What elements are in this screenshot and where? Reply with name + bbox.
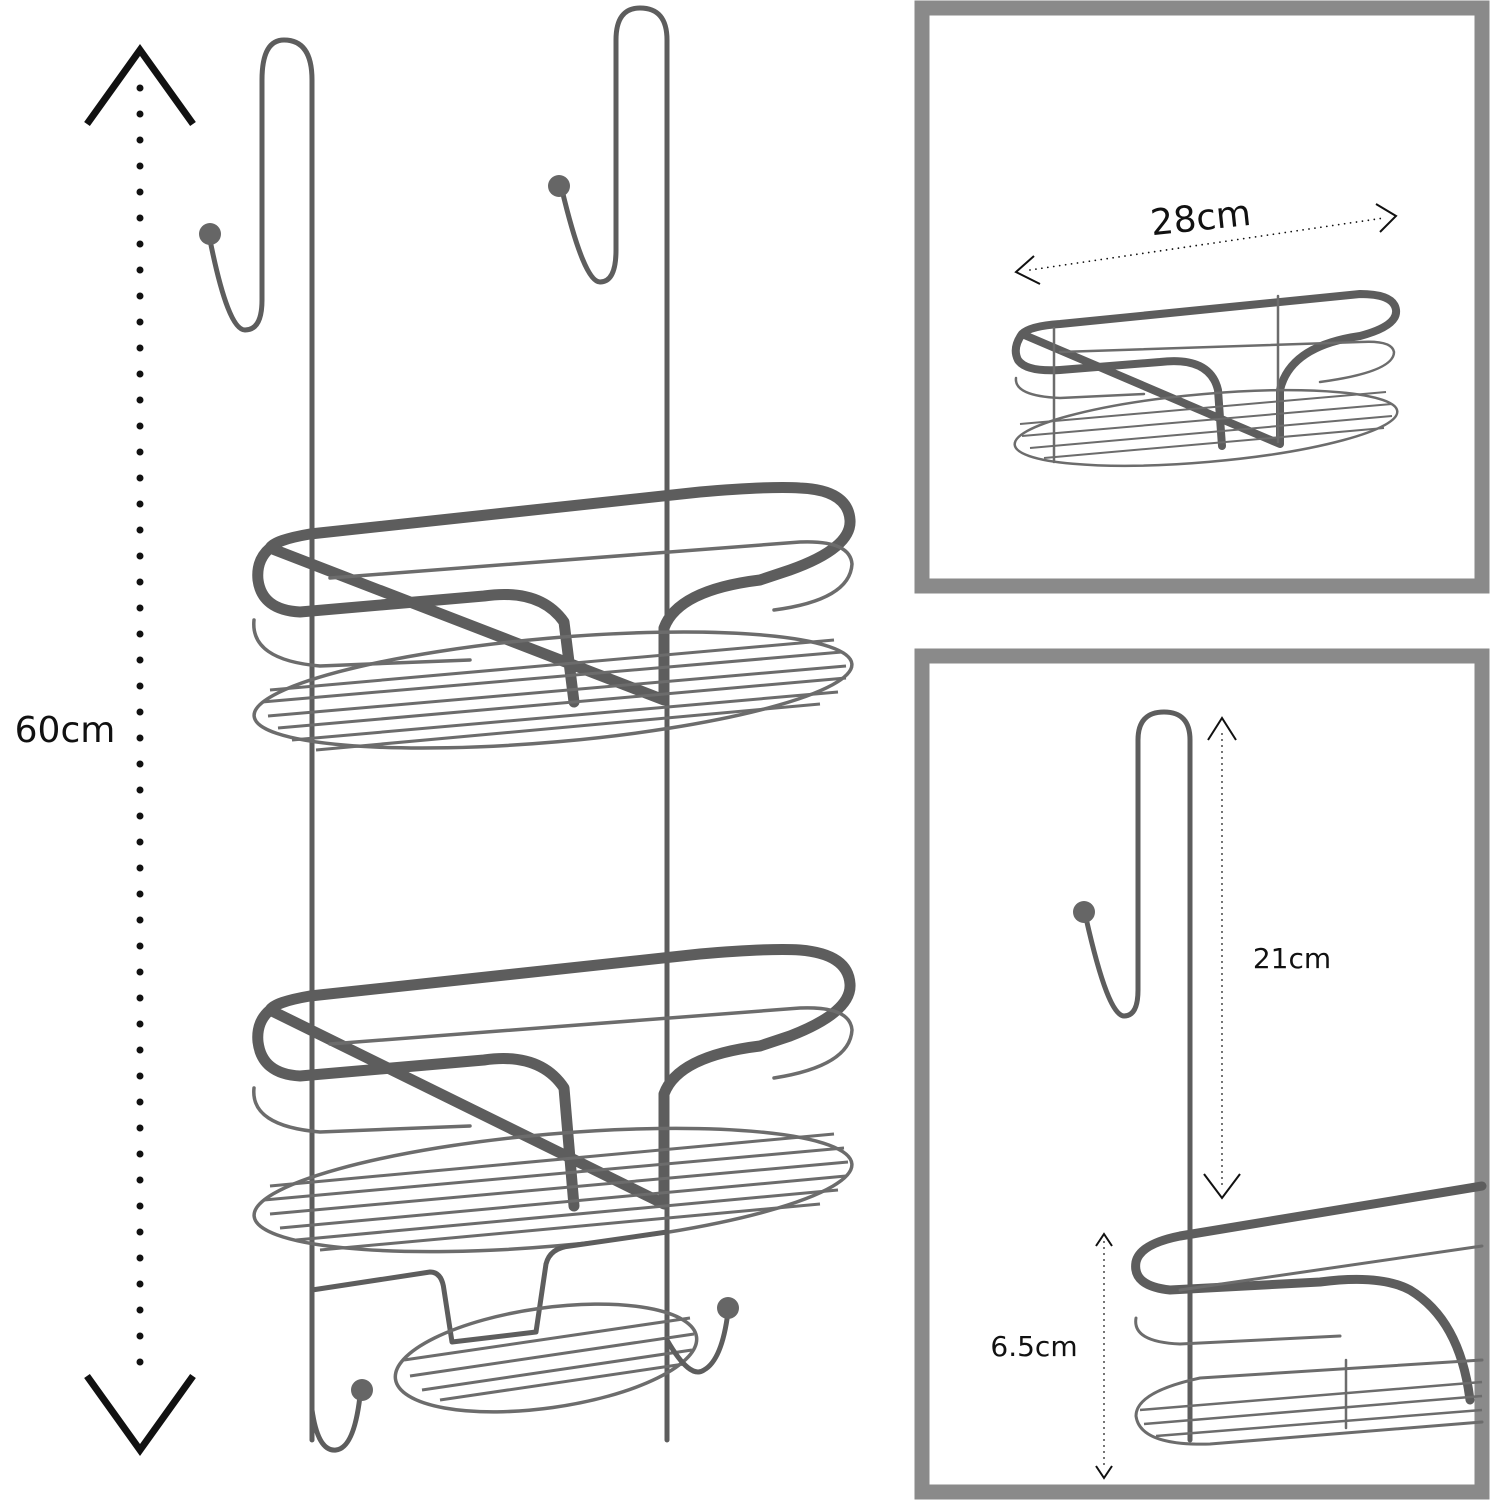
lower-basket-slats (263, 1132, 849, 1252)
inset-basket-midwire (1014, 340, 1396, 400)
hook-depth-inset-frame (914, 648, 1490, 1500)
right-rail (559, 5, 670, 1443)
upper-basket-floor (252, 630, 854, 750)
inset-basket-floor (1013, 388, 1399, 468)
soap-dish-tray (393, 1302, 699, 1414)
hook-down-arrow-icon (1203, 1173, 1241, 1200)
shower-caddy (199, 5, 856, 1453)
upper-basket (252, 482, 856, 752)
width-label: 28cm (1149, 193, 1253, 244)
inset-partial-midwire (1134, 1244, 1484, 1346)
bottom-right-hook (664, 1309, 731, 1375)
up-arrow-icon (84, 43, 196, 127)
inset-basket-rim (1011, 290, 1401, 450)
depth-up-arrow-icon (1095, 1232, 1113, 1247)
lower-basket (252, 944, 856, 1254)
depth-label: 6.5cm (990, 1330, 1077, 1363)
left-rail (207, 37, 315, 1443)
inset-partial-basket-rim (1131, 1181, 1487, 1405)
bottom-right-knob (717, 1297, 739, 1319)
inset-hook (1083, 709, 1193, 1443)
right-top-knob (548, 175, 570, 197)
depth-down-arrow-icon (1095, 1465, 1113, 1480)
bottom-left-knob (351, 1379, 373, 1401)
upper-basket-rim (252, 482, 856, 708)
upper-basket-midwire (252, 540, 854, 668)
down-arrow-icon (84, 1373, 196, 1457)
lower-basket-rim (252, 944, 856, 1212)
width-inset-frame (914, 0, 1490, 594)
hook-up-arrow-icon (1207, 716, 1237, 741)
left-top-knob (199, 223, 221, 245)
inset-hook-knob (1073, 901, 1095, 923)
soap-dish (309, 1229, 699, 1414)
bottom-left-hook (309, 1393, 363, 1453)
lower-basket-midwire (252, 1006, 854, 1134)
width-inset: 28cm (914, 0, 1490, 594)
inset-partial-floor (1134, 1358, 1484, 1446)
upper-basket-slats (261, 638, 847, 752)
hook-length-label: 21cm (1253, 942, 1331, 975)
soap-dish-bracket (309, 1229, 670, 1345)
lower-basket-floor (252, 1126, 854, 1254)
height-dimension: 60cm (15, 43, 196, 1457)
height-label: 60cm (15, 710, 116, 751)
width-right-arrow-icon (1375, 203, 1398, 233)
width-dotted-line (1029, 217, 1385, 271)
hook-depth-inset: 21cm 6.5cm (914, 648, 1490, 1500)
width-left-arrow-icon (1014, 255, 1041, 285)
